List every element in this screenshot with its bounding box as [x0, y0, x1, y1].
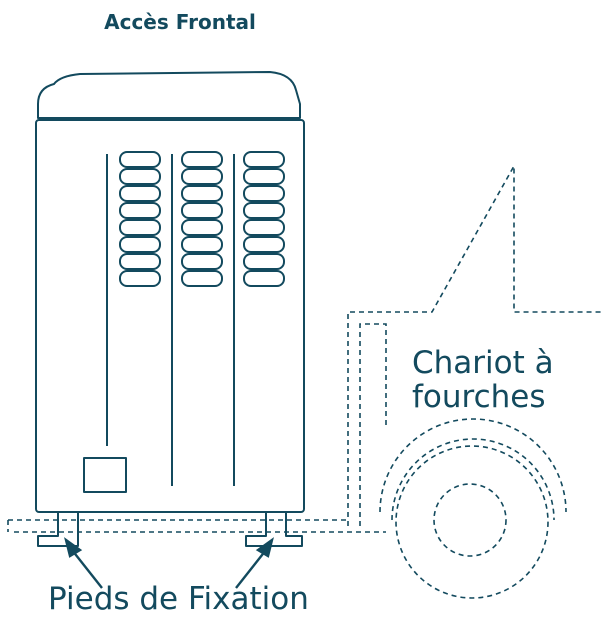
forklift-mast-inner — [359, 323, 387, 526]
vent-slot — [181, 202, 223, 219]
mounting-feet-label: Pieds de Fixation — [48, 581, 309, 617]
vent-slot — [119, 151, 161, 168]
mounting-foot-left — [37, 512, 79, 547]
vent-slot — [181, 168, 223, 185]
vent-slot — [243, 253, 285, 270]
vent-slot — [243, 270, 285, 287]
vent-slots — [119, 151, 285, 287]
arrow-left-head — [64, 537, 83, 558]
forklift-wheel-arch — [379, 418, 567, 513]
cabinet-body — [35, 119, 305, 513]
vent-slot — [243, 219, 285, 236]
vent-slot — [243, 236, 285, 253]
vent-slot — [243, 151, 285, 168]
arrow-right-shaft — [235, 549, 267, 589]
vent-slot — [119, 270, 161, 287]
access-panel — [83, 457, 127, 493]
vent-slot — [119, 236, 161, 253]
vent-slot — [119, 202, 161, 219]
arrow-right-head — [255, 537, 274, 558]
arrow-left-shaft — [71, 549, 103, 589]
forklift-mast-outer — [347, 162, 604, 526]
diagram-title: Accès Frontal — [104, 10, 256, 34]
vent-slot — [181, 253, 223, 270]
forklift-label-line1: Chariot à — [412, 345, 554, 381]
vent-slot — [181, 219, 223, 236]
forklift-wheel-arch-inner — [391, 438, 555, 521]
vent-slot — [243, 168, 285, 185]
vent-slot — [243, 202, 285, 219]
forklift-hub — [433, 483, 507, 557]
vent-slot — [243, 185, 285, 202]
vent-slot — [181, 270, 223, 287]
vent-slot — [181, 185, 223, 202]
mounting-foot-right — [245, 512, 303, 547]
vent-slot — [119, 253, 161, 270]
vent-slot — [119, 219, 161, 236]
vent-slot — [119, 185, 161, 202]
forklift-label-line2: fourches — [412, 379, 546, 415]
vent-slot — [181, 151, 223, 168]
vent-slot — [119, 168, 161, 185]
forklift-wheel — [395, 445, 549, 599]
cabinet-top-cap — [37, 71, 301, 119]
vent-slot — [181, 236, 223, 253]
